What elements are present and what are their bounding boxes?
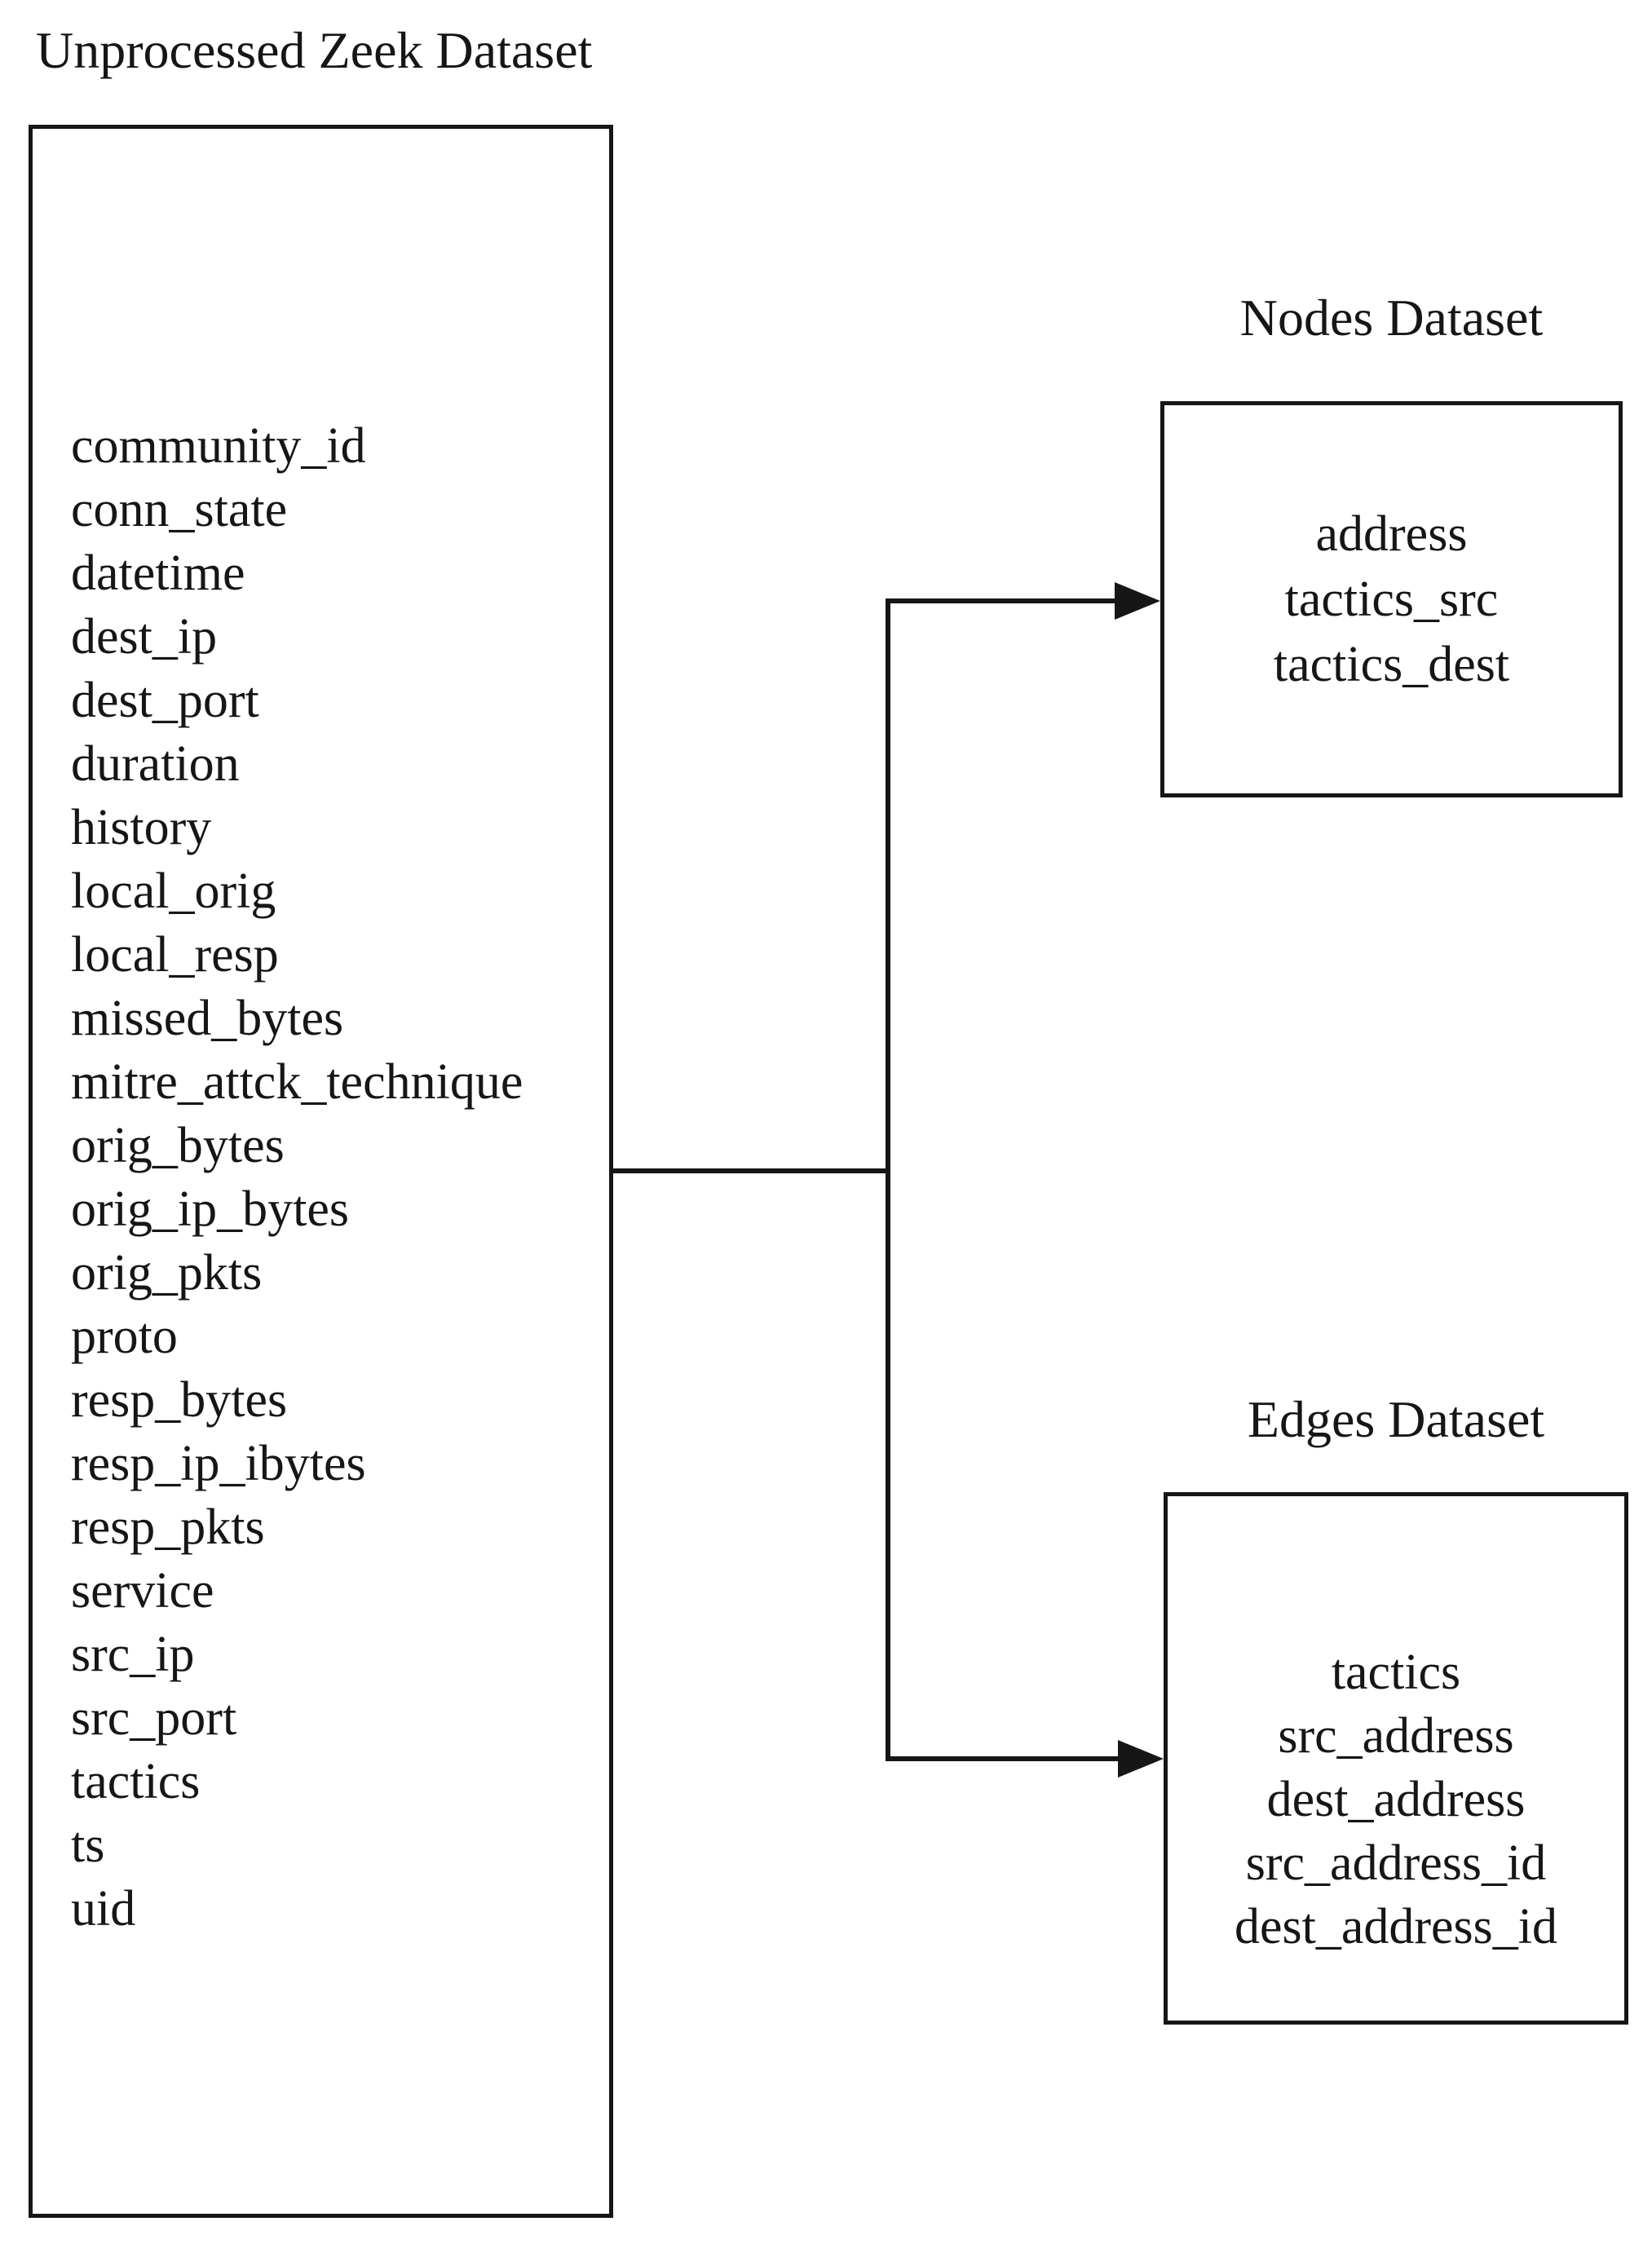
field-item: local_orig [71,863,276,919]
field-item: orig_ip_bytes [71,1181,349,1237]
field-item: conn_state [71,481,288,537]
field-item: address [1315,506,1468,562]
connector-stub-line [612,1168,890,1173]
field-item: tactics_dest [1273,637,1510,692]
field-item: src_address [1278,1707,1514,1764]
connector-to-nodes-line [886,598,1120,603]
field-item: tactics_src [1284,572,1499,627]
field-item: src_ip [71,1626,195,1682]
field-item: dest_address [1266,1771,1526,1827]
edges-field-list: tactics src_address dest_address src_add… [1168,1641,1624,1959]
zeek-dataset-box: community_id conn_state datetime dest_ip… [29,125,613,2218]
edges-dataset-box: tactics src_address dest_address src_add… [1164,1492,1628,2025]
field-item: community_id [71,417,366,474]
field-item: service [71,1562,214,1619]
nodes-dataset-box: address tactics_src tactics_dest [1160,401,1623,797]
field-item: tactics [1331,1644,1461,1700]
connector-trunk-line [886,598,890,1761]
connector-to-edges-line [886,1756,1124,1761]
field-item: src_port [71,1689,237,1746]
field-item: orig_bytes [71,1117,285,1173]
field-item: dest_port [71,672,259,728]
field-item: dest_address_id [1234,1898,1558,1954]
field-item: resp_ip_ibytes [71,1435,366,1491]
field-item: orig_pkts [71,1244,263,1301]
field-item: missed_bytes [71,990,344,1046]
field-item: resp_pkts [71,1499,265,1555]
field-item: history [71,799,212,855]
field-item: tactics [71,1753,201,1809]
arrowhead-right-icon [1115,582,1160,620]
arrowhead-right-icon [1118,1740,1164,1778]
field-item: uid [71,1880,136,1937]
field-item: mitre_attck_technique [71,1053,523,1110]
field-item: local_resp [71,926,279,983]
nodes-dataset-title: Nodes Dataset [1239,289,1544,347]
edges-dataset-title: Edges Dataset [1247,1390,1545,1448]
field-item: ts [71,1817,105,1873]
nodes-field-list: address tactics_src tactics_dest [1164,501,1619,697]
field-item: dest_ip [71,608,218,665]
field-item: duration [71,735,240,792]
zeek-field-list: community_id conn_state datetime dest_ip… [33,414,609,1941]
field-item: resp_bytes [71,1371,288,1428]
field-item: src_address_id [1245,1835,1547,1891]
zeek-dataset-title: Unprocessed Zeek Dataset [36,21,593,79]
field-item: proto [71,1308,178,1364]
field-item: datetime [71,545,245,601]
